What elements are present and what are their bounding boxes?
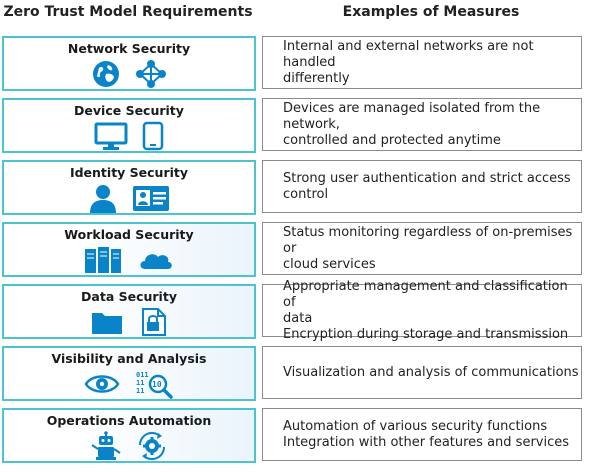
row-device-security: Device Security Devices are managed isol… — [0, 98, 600, 153]
measure-line: Devices are managed isolated from the ne… — [283, 100, 541, 132]
measure-line: Visualization and analysis of communicat… — [283, 364, 579, 380]
requirement-title: Device Security — [74, 103, 184, 118]
id-card-icon — [133, 186, 169, 211]
user-icon — [90, 185, 116, 213]
binary-magnifier-icon: 011 11 11 10 — [136, 371, 173, 399]
row-visibility-analysis: Visibility and Analysis 011 11 11 10 Vis… — [0, 346, 600, 401]
measure-line: differently — [283, 70, 350, 86]
requirement-box: Identity Security — [2, 160, 256, 215]
measure-line: Encryption during storage and transmissi… — [283, 326, 569, 342]
network-nodes-icon — [136, 60, 166, 88]
measure-line: controlled and protected anytime — [283, 132, 501, 148]
eye-icon — [84, 375, 120, 393]
locked-document-icon — [142, 308, 166, 336]
requirements-header: Zero Trust Model Requirements — [3, 4, 253, 20]
requirement-title: Identity Security — [69, 165, 189, 180]
row-workload-security: Workload Security Status monitoring rega… — [0, 222, 600, 277]
measure-box: Status monitoring regardless of on-premi… — [262, 222, 582, 275]
row-identity-security: Identity Security Strong user authentica… — [0, 160, 600, 215]
measure-box: Visualization and analysis of communicat… — [262, 346, 582, 399]
requirement-box: Data Security — [2, 284, 256, 339]
folder-icon — [92, 313, 122, 334]
measure-line: Appropriate management and classificatio… — [283, 278, 568, 310]
requirement-box: Visibility and Analysis 011 11 11 10 — [2, 346, 256, 401]
row-operations-automation: Operations Automation — [0, 408, 600, 463]
measure-box: Strong user authentication and strict ac… — [262, 160, 582, 213]
measure-line: data — [283, 310, 313, 326]
measures-header: Examples of Measures — [342, 4, 520, 20]
tablet-icon — [142, 121, 164, 151]
measure-line: Integration with other features and serv… — [283, 434, 570, 450]
row-data-security: Data Security Appropriate management and… — [0, 279, 600, 342]
monitor-icon — [94, 122, 128, 150]
requirement-title: Visibility and Analysis — [51, 351, 207, 366]
measure-line: Internal and external networks are not h… — [283, 38, 534, 70]
requirement-box: Workload Security — [2, 222, 256, 277]
measure-line: control — [283, 186, 329, 202]
robot-icon — [91, 431, 121, 460]
svg-text:11: 11 — [136, 387, 144, 395]
requirement-box: Device Security — [2, 98, 256, 153]
measure-line: Strong user authentication and strict ac… — [283, 170, 571, 186]
svg-text:10: 10 — [152, 380, 162, 389]
measure-line: cloud services — [283, 256, 376, 272]
svg-text:011: 011 — [136, 371, 149, 379]
measure-box: Appropriate management and classificatio… — [262, 279, 582, 342]
requirement-title: Data Security — [81, 289, 177, 304]
servers-icon — [85, 247, 121, 273]
requirement-title: Network Security — [67, 41, 191, 56]
svg-text:11: 11 — [136, 379, 144, 387]
requirement-box: Network Security — [2, 36, 256, 91]
measure-box: Automation of various security functions… — [262, 408, 582, 461]
row-network-security: Network Security In — [0, 36, 600, 91]
cloud-icon — [140, 254, 172, 269]
globe-icon — [93, 61, 119, 87]
measure-box: Internal and external networks are not h… — [262, 36, 582, 89]
measure-box: Devices are managed isolated from the ne… — [262, 98, 582, 151]
measure-line: Status monitoring regardless of on-premi… — [283, 224, 573, 256]
requirement-title: Operations Automation — [46, 413, 212, 428]
gear-cycle-icon — [138, 431, 166, 461]
measure-line: Automation of various security functions — [283, 418, 548, 434]
requirement-title: Workload Security — [64, 227, 194, 242]
requirement-box: Operations Automation — [2, 408, 256, 463]
